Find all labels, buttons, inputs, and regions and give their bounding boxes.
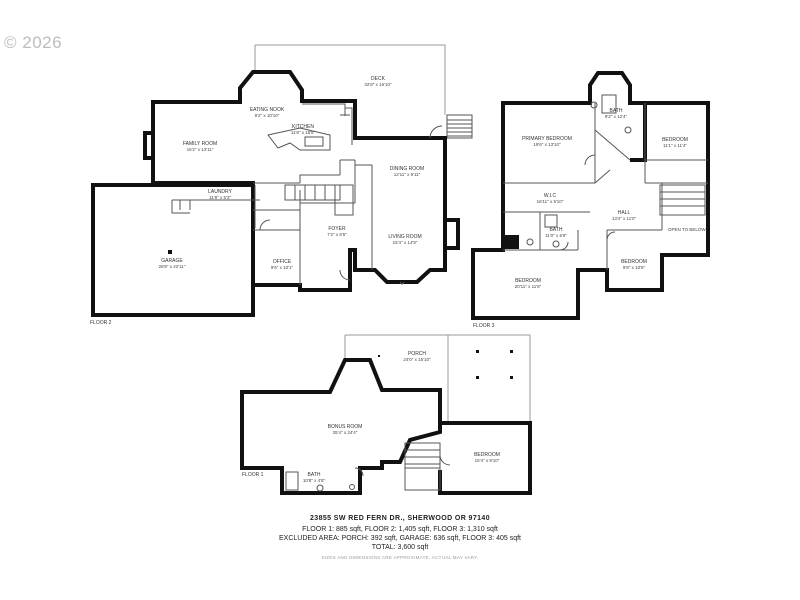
disclaimer: SIZES AND DIMENSIONS ARE APPROXIMATE, AC… [321,555,479,560]
room-name-bed3: BEDROOM [515,278,541,284]
room-dimension-eating: 9'2" x 10'10" [255,113,280,118]
room-name-foyer: FOYER [328,226,346,232]
primary-bath-closet [630,101,647,162]
kitchen-counter [302,103,353,145]
floor-2-doors [259,125,443,281]
garage-shelving [179,200,191,210]
room-dimension-bath1: 9'2" x 12'4" [605,114,628,119]
room-name-office: OFFICE [273,259,292,265]
room-dimension-porch: 24'0" x 15'10" [403,357,431,362]
room-dimension-wic: 16'11" x 5'10" [537,199,564,204]
floor-1-doors [354,454,451,477]
floor-1-walls [240,358,442,495]
floor-3-interior-walls [503,103,708,270]
room-name-family: FAMILY ROOM [183,141,217,147]
room-name-laundry: LAUNDRY [208,189,232,195]
room-dimension-bath3: 10'8" x 4'8" [303,478,326,483]
room-name-living: LIVING ROOM [388,234,421,240]
floor-1-bath-fixtures [285,471,355,492]
room-name-bed4: BEDROOM [474,452,500,458]
open-to-below-label: OPEN TO BELOW [668,227,706,232]
room-name-eating: EATING NOOK [250,107,285,113]
room-dimension-bath2: 11'0" x 5'8" [545,233,567,238]
room-dimension-foyer: 7'2" x 5'5" [327,232,347,237]
primary-bath-fixtures [590,94,632,134]
deck-outline [254,44,446,115]
garage-walls [91,183,255,317]
garage-marker [168,250,172,254]
room-name-bed1: BEDROOM [662,137,688,143]
room-name-dining: DINING ROOM [390,166,424,172]
room-dimension-primary: 19'6" x 13'10" [533,142,561,147]
floor-3-doors [559,154,616,251]
floor-2-stairs [284,184,354,216]
room-dimension-living: 15'4" x 14'9" [393,240,418,245]
deck-stairs [446,114,473,139]
room-dimension-bonus: 35'4" x 24'4" [333,430,358,435]
living-bay-detail [399,281,405,285]
floor-areas: FLOOR 1: 885 sqft, FLOOR 2: 1,405 sqft, … [302,526,498,533]
floor-2-walls [151,70,447,292]
excluded-areas: EXCLUDED AREA: PORCH: 392 sqft, GARAGE: … [279,535,521,542]
room-name-bonus: BONUS ROOM [328,424,363,430]
room-name-deck: DECK [371,76,386,82]
room-dimension-family: 16'2" x 13'11" [187,147,214,152]
copyright-watermark: © 2026 [4,33,63,52]
family-room-bay [143,131,153,160]
floor-2-label: FLOOR 2 [90,320,112,326]
room-name-bed2: BEDROOM [621,259,647,265]
room-name-bath3: BATH [308,472,321,478]
room-dimension-hall: 13'4" x 11'0" [612,216,637,221]
room-dimension-deck: 32'8" x 16'10" [364,82,392,87]
property-address: 23855 SW RED FERN DR., SHERWOOD OR 97140 [309,515,491,522]
living-room-fireplace [445,218,460,250]
total-area: TOTAL: 3,600 sqft [371,544,429,551]
floor-2-interior-walls [171,159,373,285]
room-name-bath1: BATH [610,108,623,114]
floor-3-walls [471,71,710,320]
room-name-primary: PRIMARY BEDROOM [522,136,572,142]
floor-1-label: FLOOR 1 [242,472,264,478]
room-dimension-kitchen: 11'8" x 15'8" [291,130,316,135]
kitchen-island [267,127,331,151]
room-dimension-office: 9'6" x 10'1" [271,265,294,270]
room-dimension-bed2: 9'8" x 10'6" [623,265,646,270]
open-to-below-stairs [659,184,706,216]
porch-outline [344,334,531,423]
floor-1-stairs [404,442,441,491]
room-name-hall: HALL [618,210,631,216]
room-dimension-bed3: 20'11" x 11'8" [515,284,542,289]
room-name-wic: W.I.C [544,193,557,199]
room-dimension-bed4: 15'4" x 9'10" [475,458,500,463]
room-dimension-laundry: 11'8" x 5'3" [209,195,231,200]
room-dimension-dining: 12'11" x 9'11" [394,172,421,177]
room-name-porch: PORCH [408,351,426,357]
room-name-garage: GARAGE [161,258,183,264]
porch-columns [378,350,513,379]
hall-bath-fixtures [505,214,560,249]
floor-3-label: FLOOR 3 [473,323,495,329]
room-dimension-bed1: 11'1" x 11'4" [663,143,687,148]
floor-1-plan: FLOOR 1 [240,334,532,495]
room-name-bath2: BATH [550,227,563,233]
floor-2-plan: FLOOR 2 [90,44,473,326]
room-name-kitchen: KITCHEN [292,124,314,130]
floor-3-plan: FLOOR 3 OPEN TO BELOW [471,71,710,329]
room-dimension-garage: 26'8" x 22'11" [159,264,186,269]
